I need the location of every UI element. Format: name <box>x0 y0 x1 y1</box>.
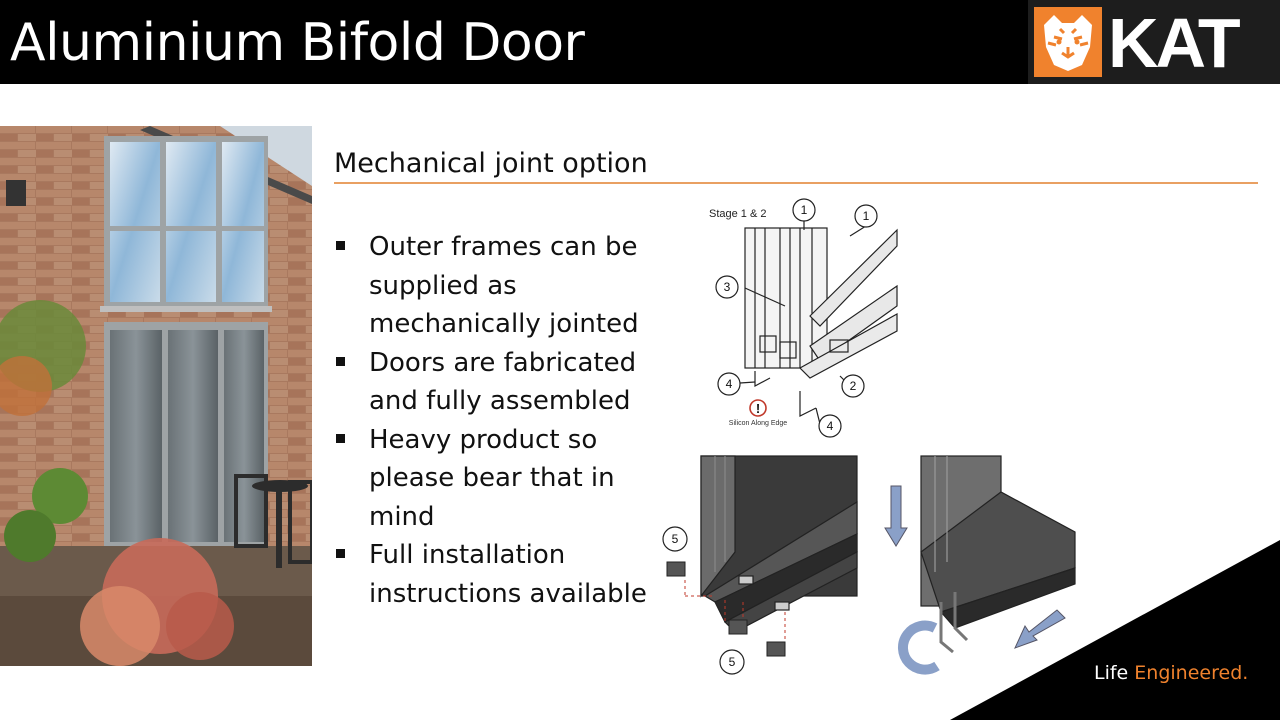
corner-accent <box>940 540 1280 720</box>
list-item: Outer frames can be supplied as mechanic… <box>334 228 654 344</box>
callout-label: 2 <box>850 379 857 393</box>
title-bar: Aluminium Bifold Door KAT <box>0 0 1280 84</box>
stage-label: Stage 1 & 2 <box>709 208 767 220</box>
callout-label: 3 <box>724 280 731 294</box>
list-item: Doors are fabricated and fully assembled <box>334 344 654 421</box>
brand-tagline: Life Engineered. <box>1094 662 1248 684</box>
section-subtitle: Mechanical joint option <box>334 148 648 179</box>
callout-label: 1 <box>863 209 870 223</box>
tagline-life: Life <box>1094 662 1135 684</box>
callout-label: 4 <box>726 377 733 391</box>
tagline-engineered: Engineered. <box>1134 662 1249 684</box>
page-title: Aluminium Bifold Door <box>10 13 585 73</box>
callout-label: 1 <box>801 203 808 217</box>
bifold-door-photo <box>0 126 314 666</box>
callout-label: 5 <box>729 655 736 669</box>
feature-list: Outer frames can be supplied as mechanic… <box>334 228 654 613</box>
logo-wordmark: KAT <box>1108 4 1241 82</box>
warning-icon: ! <box>756 401 760 416</box>
silicon-note: Silicon Along Edge <box>729 420 787 427</box>
joint-diagram-assembly: 5 5 <box>655 452 1085 682</box>
callout-label: 4 <box>827 419 834 433</box>
section-divider <box>334 182 1258 184</box>
joint-diagram-stage-1-2: Stage 1 & 2 <box>700 196 900 441</box>
list-item: Heavy product so please bear that in min… <box>334 421 654 537</box>
tiger-emblem-icon <box>1034 7 1102 77</box>
kat-logo: KAT <box>1028 0 1280 84</box>
list-item: Full installation instructions available <box>334 536 654 613</box>
callout-label: 5 <box>672 532 679 546</box>
